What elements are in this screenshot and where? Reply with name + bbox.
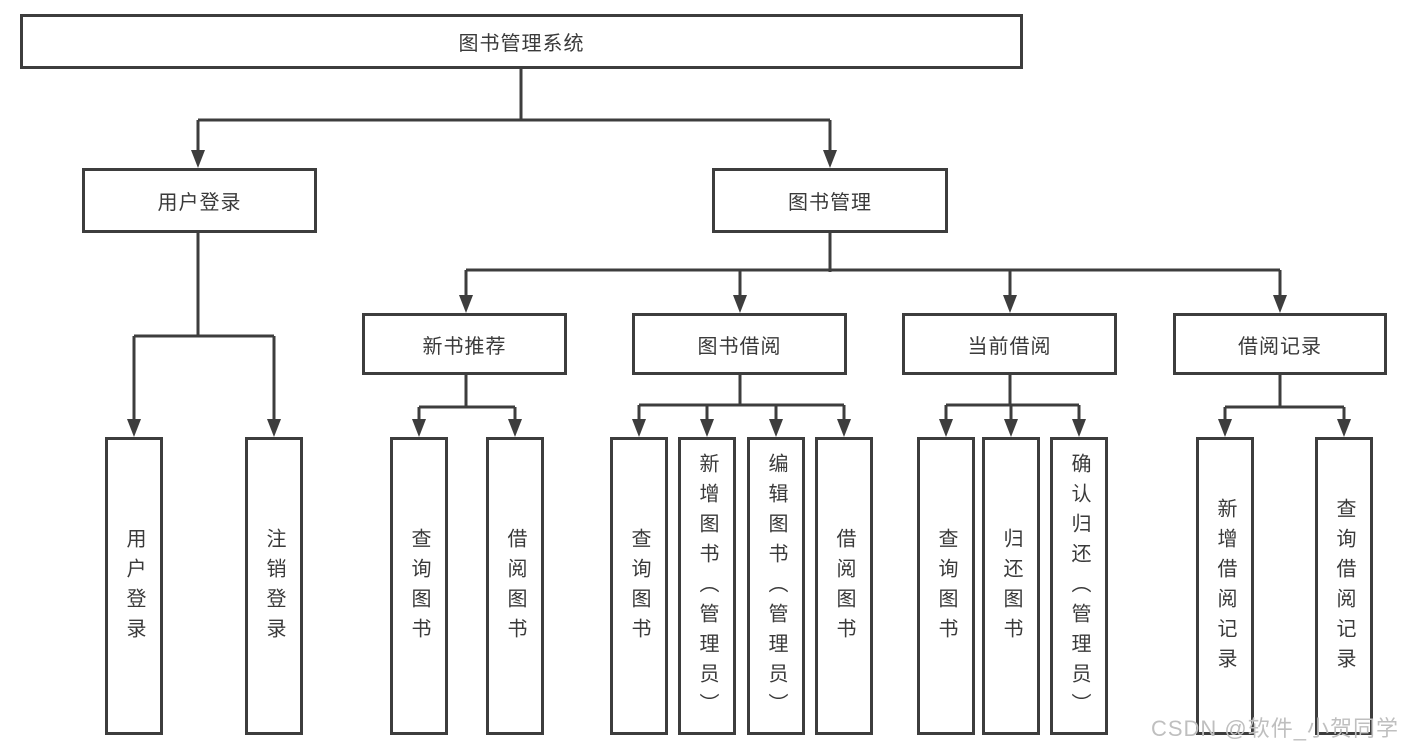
csdn-watermark: CSDN @软件_小贺同学: [1150, 716, 1399, 741]
leaf-borrow-books-1: 借阅图书: [486, 437, 544, 735]
leaf-logout: 注销登录: [245, 437, 303, 735]
leaf-query-books-1: 查询图书: [390, 437, 448, 735]
node-book-management-branch: 图书管理: [712, 168, 948, 233]
node-library-management-system: 图书管理系统: [20, 14, 1023, 69]
leaf-user-login: 用户登录: [105, 437, 163, 735]
node-current-borrow: 当前借阅: [902, 313, 1117, 375]
node-user-login-branch: 用户登录: [82, 168, 317, 233]
leaf-confirm-return-admin: 确认归还（管理员）: [1050, 437, 1108, 735]
leaf-add-borrow-record: 新增借阅记录: [1196, 437, 1254, 735]
leaf-query-books-3: 查询图书: [917, 437, 975, 735]
arrowheads: [127, 150, 1351, 437]
node-book-borrow: 图书借阅: [632, 313, 847, 375]
leaf-add-book-admin: 新增图书（管理员）: [678, 437, 736, 735]
leaf-edit-book-admin: 编辑图书（管理员）: [747, 437, 805, 735]
leaf-borrow-books-2: 借阅图书: [815, 437, 873, 735]
leaf-return-books: 归还图书: [982, 437, 1040, 735]
node-new-book-recommend: 新书推荐: [362, 313, 567, 375]
leaf-query-books-2: 查询图书: [610, 437, 668, 735]
node-borrow-records: 借阅记录: [1173, 313, 1387, 375]
leaf-query-borrow-record: 查询借阅记录: [1315, 437, 1373, 735]
